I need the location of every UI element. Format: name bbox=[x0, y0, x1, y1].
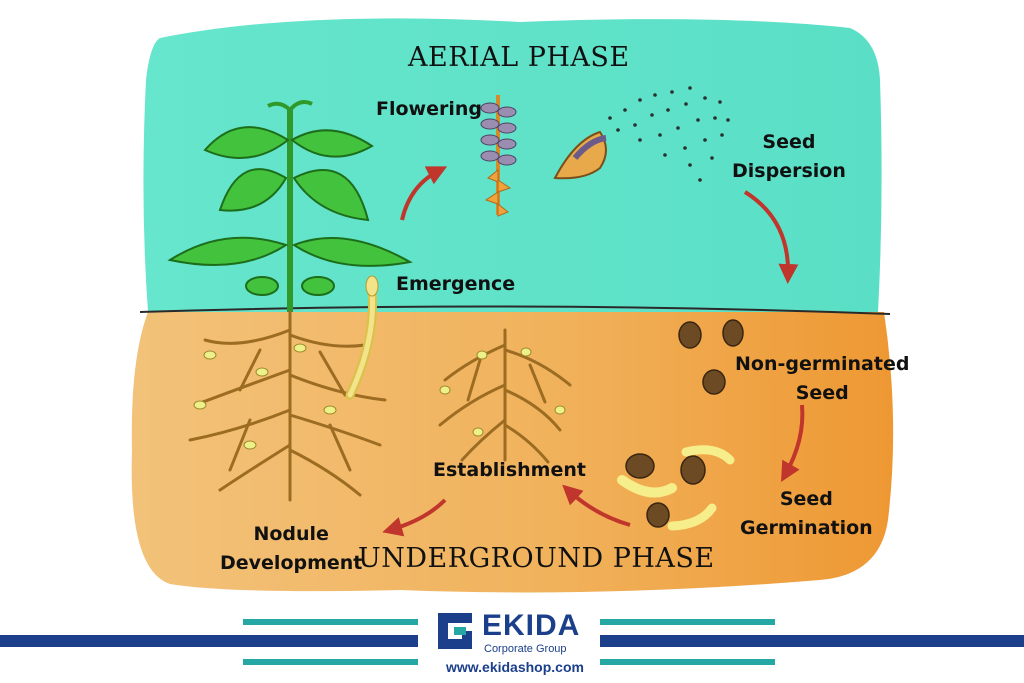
underground-phase-title: UNDERGROUND PHASE bbox=[358, 543, 715, 574]
emerging-seedling bbox=[345, 275, 379, 400]
label-non-germinated-seed: Non-germinated Seed bbox=[735, 353, 910, 405]
leaf-icon bbox=[301, 276, 335, 296]
label-establishment: Establishment bbox=[433, 459, 586, 481]
brand-footer: EKIDA Corporate Group www.ekidashop.com bbox=[0, 605, 1024, 683]
brand-tagline: Corporate Group bbox=[484, 643, 567, 655]
main-plant-roots bbox=[188, 310, 387, 502]
footer-stripe bbox=[243, 659, 418, 665]
footer-stripe bbox=[600, 659, 775, 665]
footer-stripe bbox=[600, 619, 775, 625]
leaf-icon bbox=[245, 276, 279, 296]
arrow-dispersion-to-soil bbox=[743, 190, 799, 284]
label-seed-dispersion: Seed Dispersion bbox=[732, 131, 846, 183]
germinating-seeds bbox=[617, 445, 735, 531]
leaf-icon bbox=[203, 126, 290, 159]
establishment-plant bbox=[438, 328, 572, 464]
brand-name: EKIDA bbox=[482, 609, 581, 642]
leaf-icon bbox=[291, 237, 413, 267]
label-flowering: Flowering bbox=[376, 98, 482, 120]
mature-plant bbox=[167, 100, 413, 312]
leaf-icon bbox=[290, 129, 374, 158]
label-nodule-development: Nodule Development bbox=[220, 523, 363, 575]
dispersed-seeds bbox=[608, 86, 730, 182]
arrow-germination-to-establishment bbox=[562, 484, 631, 527]
brand-url: www.ekidashop.com bbox=[446, 659, 584, 675]
seed-pod-icon bbox=[553, 130, 607, 180]
footer-stripe bbox=[600, 635, 1024, 647]
leaf-icon bbox=[167, 236, 289, 266]
leaf-icon bbox=[218, 168, 288, 212]
leaf-icon bbox=[292, 169, 370, 222]
label-emergence: Emergence bbox=[396, 273, 516, 295]
ground-line bbox=[139, 305, 891, 315]
cycle-arrows bbox=[382, 166, 805, 537]
arrow-establishment-to-nodule bbox=[382, 498, 447, 537]
aerial-phase-title: AERIAL PHASE bbox=[408, 42, 630, 73]
ekida-logo-icon bbox=[438, 613, 472, 649]
footer-stripe bbox=[243, 619, 418, 625]
non-germinated-seeds bbox=[678, 319, 744, 395]
arrow-emergence-to-flowering bbox=[400, 166, 448, 221]
label-seed-germination: Seed Germination bbox=[740, 488, 873, 540]
root-nodules bbox=[193, 343, 337, 450]
footer-stripe bbox=[0, 635, 418, 647]
arrow-non-germinated-to-germination bbox=[781, 404, 805, 482]
flower-spike bbox=[480, 95, 517, 217]
